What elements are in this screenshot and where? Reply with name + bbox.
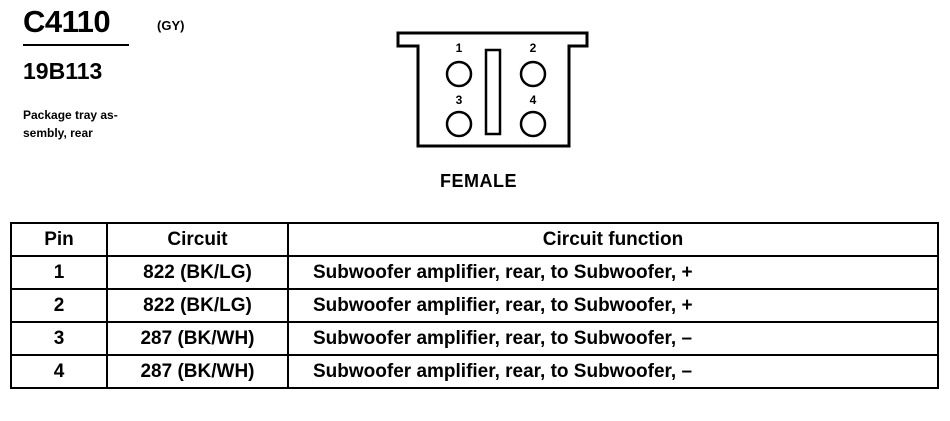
pin-cavity-4 — [519, 110, 547, 138]
table-row: 4 287 (BK/WH) Subwoofer amplifier, rear,… — [10, 354, 939, 389]
connector-color: (GY) — [157, 18, 185, 33]
connector-id-underline — [23, 44, 129, 46]
description-line: Package tray as- — [23, 108, 118, 122]
connector-housing-outline — [396, 31, 589, 148]
pin-cavity-3 — [445, 110, 473, 138]
center-key-slot — [484, 48, 502, 136]
cell-function: Subwoofer amplifier, rear, to Subwoofer,… — [287, 255, 939, 290]
header-circuit-function: Circuit function — [287, 222, 939, 257]
cell-function: Subwoofer amplifier, rear, to Subwoofer,… — [287, 321, 939, 356]
description-line: sembly, rear — [23, 126, 93, 140]
table-row: 1 822 (BK/LG) Subwoofer amplifier, rear,… — [10, 255, 939, 290]
pin-cavity-2 — [519, 60, 547, 88]
pin-number-3: 3 — [456, 93, 463, 107]
pin-cavity-1 — [445, 60, 473, 88]
connector-id: C4110 — [23, 4, 111, 39]
pin-number-1: 1 — [456, 41, 463, 55]
table-row: 2 822 (BK/LG) Subwoofer amplifier, rear,… — [10, 288, 939, 323]
cell-pin: 1 — [10, 255, 108, 290]
header-circuit: Circuit — [106, 222, 289, 257]
connector-description: Package tray as- sembly, rear — [23, 106, 173, 142]
face-gender-label: FEMALE — [440, 171, 517, 191]
cell-function: Subwoofer amplifier, rear, to Subwoofer,… — [287, 288, 939, 323]
pinout-table: Pin Circuit Circuit function 1 822 (BK/L… — [10, 222, 939, 389]
cell-pin: 4 — [10, 354, 108, 389]
cell-function: Subwoofer amplifier, rear, to Subwoofer,… — [287, 354, 939, 389]
pin-number-2: 2 — [530, 41, 537, 55]
cell-circuit: 822 (BK/LG) — [106, 288, 289, 323]
part-number: 19B113 — [23, 58, 103, 84]
table-header-row: Pin Circuit Circuit function — [10, 222, 939, 257]
pin-number-4: 4 — [530, 93, 537, 107]
header-pin: Pin — [10, 222, 108, 257]
cell-circuit: 287 (BK/WH) — [106, 321, 289, 356]
cell-pin: 3 — [10, 321, 108, 356]
cell-pin: 2 — [10, 288, 108, 323]
table-row: 3 287 (BK/WH) Subwoofer amplifier, rear,… — [10, 321, 939, 356]
cell-circuit: 287 (BK/WH) — [106, 354, 289, 389]
cell-circuit: 822 (BK/LG) — [106, 255, 289, 290]
